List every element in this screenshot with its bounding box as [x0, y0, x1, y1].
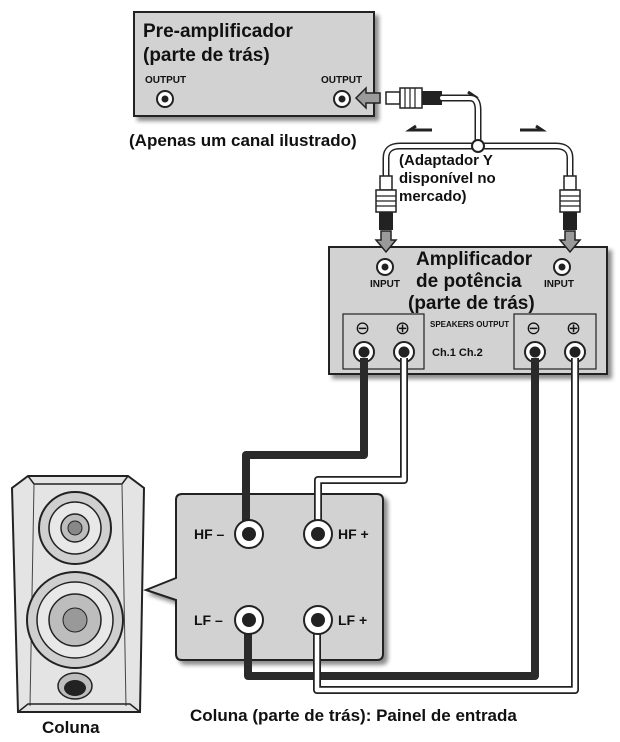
y-adapter-label-line3: mercado) [399, 188, 467, 205]
speaker-output-box-ch2 [513, 313, 597, 370]
one-channel-note: (Apenas um canal ilustrado) [129, 131, 357, 150]
insert-arrow-icon [558, 230, 582, 254]
tweeter-icon [38, 491, 112, 565]
insert-arrow-icon [354, 86, 381, 110]
hf-plus-label: HF + [338, 526, 369, 542]
input-panel-callout [143, 493, 384, 661]
preamp-output-right-jack [333, 90, 351, 108]
speaker-cabinet [10, 475, 146, 713]
y-adapter-cable [382, 94, 574, 184]
amp-input-left-label: INPUT [370, 279, 400, 290]
speaker-cable-hf-minus [242, 358, 368, 533]
amplifier-subtitle-2: (parte de trás) [408, 293, 535, 314]
speakers-output-label: SPEAKERS OUTPUT [430, 320, 510, 329]
speaker-output-box-ch1 [342, 313, 425, 370]
channels-label: Ch.1 Ch.2 [432, 347, 483, 359]
amp-input-left-jack [376, 258, 394, 276]
lf-minus-terminal [234, 605, 264, 635]
rca-plug-amp-right [559, 175, 581, 230]
speaker-cable-lf-plus [313, 358, 579, 694]
minus-symbol-ch2: ⊖ [526, 318, 542, 338]
preamp-output-left-label: OUTPUT [145, 75, 187, 86]
y-adapter-label-line1: (Adaptador Y [399, 152, 493, 169]
amp-ch1-plus-post [393, 341, 415, 363]
amplifier-title: Amplificador [416, 249, 533, 270]
amplifier-subtitle: de potência [416, 271, 522, 292]
rca-plug-preamp [385, 87, 442, 109]
lf-plus-terminal [303, 605, 333, 635]
rca-plug-amp-left [375, 175, 397, 230]
preamp-output-left-jack [156, 90, 174, 108]
amp-ch2-plus-post [564, 341, 586, 363]
speaker-cable-hf-plus [314, 358, 408, 533]
amp-input-right-label: INPUT [544, 279, 574, 290]
signal-arrow-right-icon [520, 124, 547, 132]
plus-symbol-ch2: ⊕ [566, 318, 582, 338]
panel-caption: Coluna (parte de trás): Painel de entrad… [190, 706, 517, 725]
amp-input-right-jack [553, 258, 571, 276]
insert-arrow-icon [374, 230, 398, 254]
speaker-cable-lf-minus [244, 358, 539, 680]
woofer-icon [26, 571, 124, 669]
hf-plus-terminal [303, 519, 333, 549]
bass-port-icon [57, 672, 93, 700]
y-adapter-label-line2: disponível no [399, 170, 496, 187]
signal-arrow-left-icon [405, 124, 432, 132]
plus-symbol-ch1: ⊕ [395, 318, 411, 338]
preamp-title: Pre-amplificador [143, 21, 293, 42]
preamp-output-right-label: OUTPUT [321, 75, 363, 86]
hf-minus-terminal [234, 519, 264, 549]
speaker-label: Coluna [42, 718, 100, 737]
hf-minus-label: HF – [194, 526, 225, 542]
minus-symbol-ch1: ⊖ [355, 318, 371, 338]
lf-minus-label: LF – [194, 612, 223, 628]
lf-plus-label: LF + [338, 612, 368, 628]
preamp-subtitle: (parte de trás) [143, 45, 270, 66]
